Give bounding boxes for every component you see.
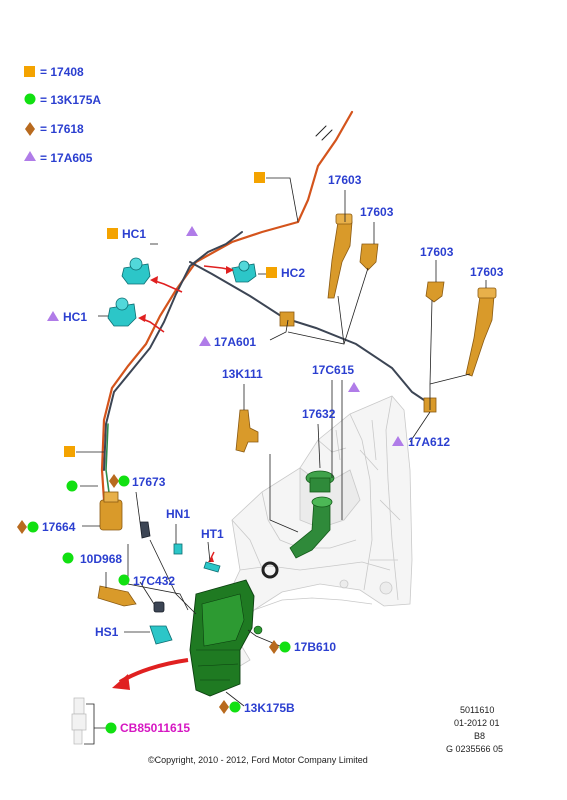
callout-symbols xyxy=(17,172,404,734)
leader-lines xyxy=(76,177,487,745)
label-17a601: 17A601 xyxy=(214,335,256,349)
label-10d968: 10D968 xyxy=(80,552,122,566)
label-hc1-top: HC1 xyxy=(122,227,146,241)
cap-hc2 xyxy=(231,260,257,283)
label-17664: 17664 xyxy=(42,520,76,534)
label-ht1: HT1 xyxy=(201,527,224,541)
ref-line-4: G 0235566 05 xyxy=(446,744,503,754)
bracket-13k111 xyxy=(235,409,259,453)
part-hn1 xyxy=(173,543,183,555)
label-hc2: HC2 xyxy=(281,266,305,280)
ghost-part-cb xyxy=(71,697,87,745)
part-17c432 xyxy=(153,601,165,613)
square-icon xyxy=(64,446,75,457)
filler-neck-17632 xyxy=(289,470,335,559)
diamond-icon xyxy=(219,700,229,714)
ref-line-3: B8 xyxy=(474,731,485,741)
legend-triangle-icon xyxy=(24,151,36,161)
legend-diamond-label: = 17618 xyxy=(40,122,84,136)
triangle-icon xyxy=(392,436,404,446)
label-hc1-mid: HC1 xyxy=(63,310,87,324)
ref-line-1: 5011610 xyxy=(460,705,494,715)
headlamp-caps xyxy=(107,257,257,333)
pump-17664 xyxy=(99,491,123,531)
diamond-icon xyxy=(269,640,279,654)
ref-line-2: 01-2012 01 xyxy=(454,718,500,728)
label-17603-a: 17603 xyxy=(328,173,362,187)
removal-arrow xyxy=(118,658,189,684)
label-17b610: 17B610 xyxy=(294,640,336,654)
legend: = 17408 = 13K175A = 17618 = 17A605 xyxy=(24,65,101,165)
triangle-icon xyxy=(186,226,198,236)
circle-icon xyxy=(27,521,39,533)
nozzle-17603-c xyxy=(425,281,445,303)
copyright-notice: ©Copyright, 2010 - 2012, Ford Motor Comp… xyxy=(148,755,368,765)
nozzle-17603-a xyxy=(327,213,353,299)
cap-hc1-mid xyxy=(107,297,137,327)
orange-hose xyxy=(100,110,354,502)
square-icon xyxy=(266,267,277,278)
legend-diamond-icon xyxy=(25,122,35,136)
washer-reservoir xyxy=(189,579,263,697)
label-17603-c: 17603 xyxy=(420,245,454,259)
legend-circle-icon xyxy=(24,93,36,105)
label-17c432: 17C432 xyxy=(133,574,175,588)
label-hs1: HS1 xyxy=(95,625,119,639)
legend-circle-label: = 13K175A xyxy=(40,93,101,107)
label-cb85011615: CB85011615 xyxy=(120,721,190,735)
circle-icon xyxy=(66,480,78,492)
circle-icon xyxy=(105,722,117,734)
nozzle-parts xyxy=(279,213,497,413)
triangle-icon xyxy=(47,311,59,321)
legend-square-icon xyxy=(24,66,35,77)
label-17603-d: 17603 xyxy=(470,265,504,279)
part-17673 xyxy=(139,521,151,539)
label-13k175b: 13K175B xyxy=(244,701,295,715)
cap-hc1-top xyxy=(121,257,151,285)
washer-hoses xyxy=(100,110,431,502)
label-17c615: 17C615 xyxy=(312,363,354,377)
circle-icon xyxy=(118,475,130,487)
part-ht1 xyxy=(203,561,221,573)
label-hn1: HN1 xyxy=(166,507,190,521)
gray-hose-left xyxy=(103,231,243,471)
gray-hose-right xyxy=(189,261,431,405)
label-17632: 17632 xyxy=(302,407,336,421)
diamond-icon xyxy=(109,474,119,488)
reference-block: 5011610 01-2012 01 B8 G 0235566 05 xyxy=(446,705,503,754)
nozzle-17603-b xyxy=(359,243,379,271)
seal-ring xyxy=(261,561,279,579)
label-13k111: 13K111 xyxy=(222,367,263,381)
label-17673: 17673 xyxy=(132,475,166,489)
square-icon xyxy=(254,172,265,183)
pump-hs1 xyxy=(149,625,173,645)
square-icon xyxy=(107,228,118,239)
triangle-icon xyxy=(348,382,360,392)
triangle-icon xyxy=(199,336,211,346)
circle-icon xyxy=(279,641,291,653)
legend-triangle-label: = 17A605 xyxy=(40,151,93,165)
label-17a612: 17A612 xyxy=(408,435,450,449)
circle-icon xyxy=(118,574,130,586)
circle-icon xyxy=(62,552,74,564)
label-17603-b: 17603 xyxy=(360,205,394,219)
green-hose-left xyxy=(105,423,111,501)
pump-10d968 xyxy=(97,585,137,607)
nozzle-17603-d xyxy=(465,287,497,377)
callout-labels: 17603 17603 HC1 17603 HC2 17603 HC1 17A6… xyxy=(42,173,504,735)
diamond-icon xyxy=(17,520,27,534)
legend-square-label: = 17408 xyxy=(40,65,84,79)
circle-icon xyxy=(229,701,241,713)
